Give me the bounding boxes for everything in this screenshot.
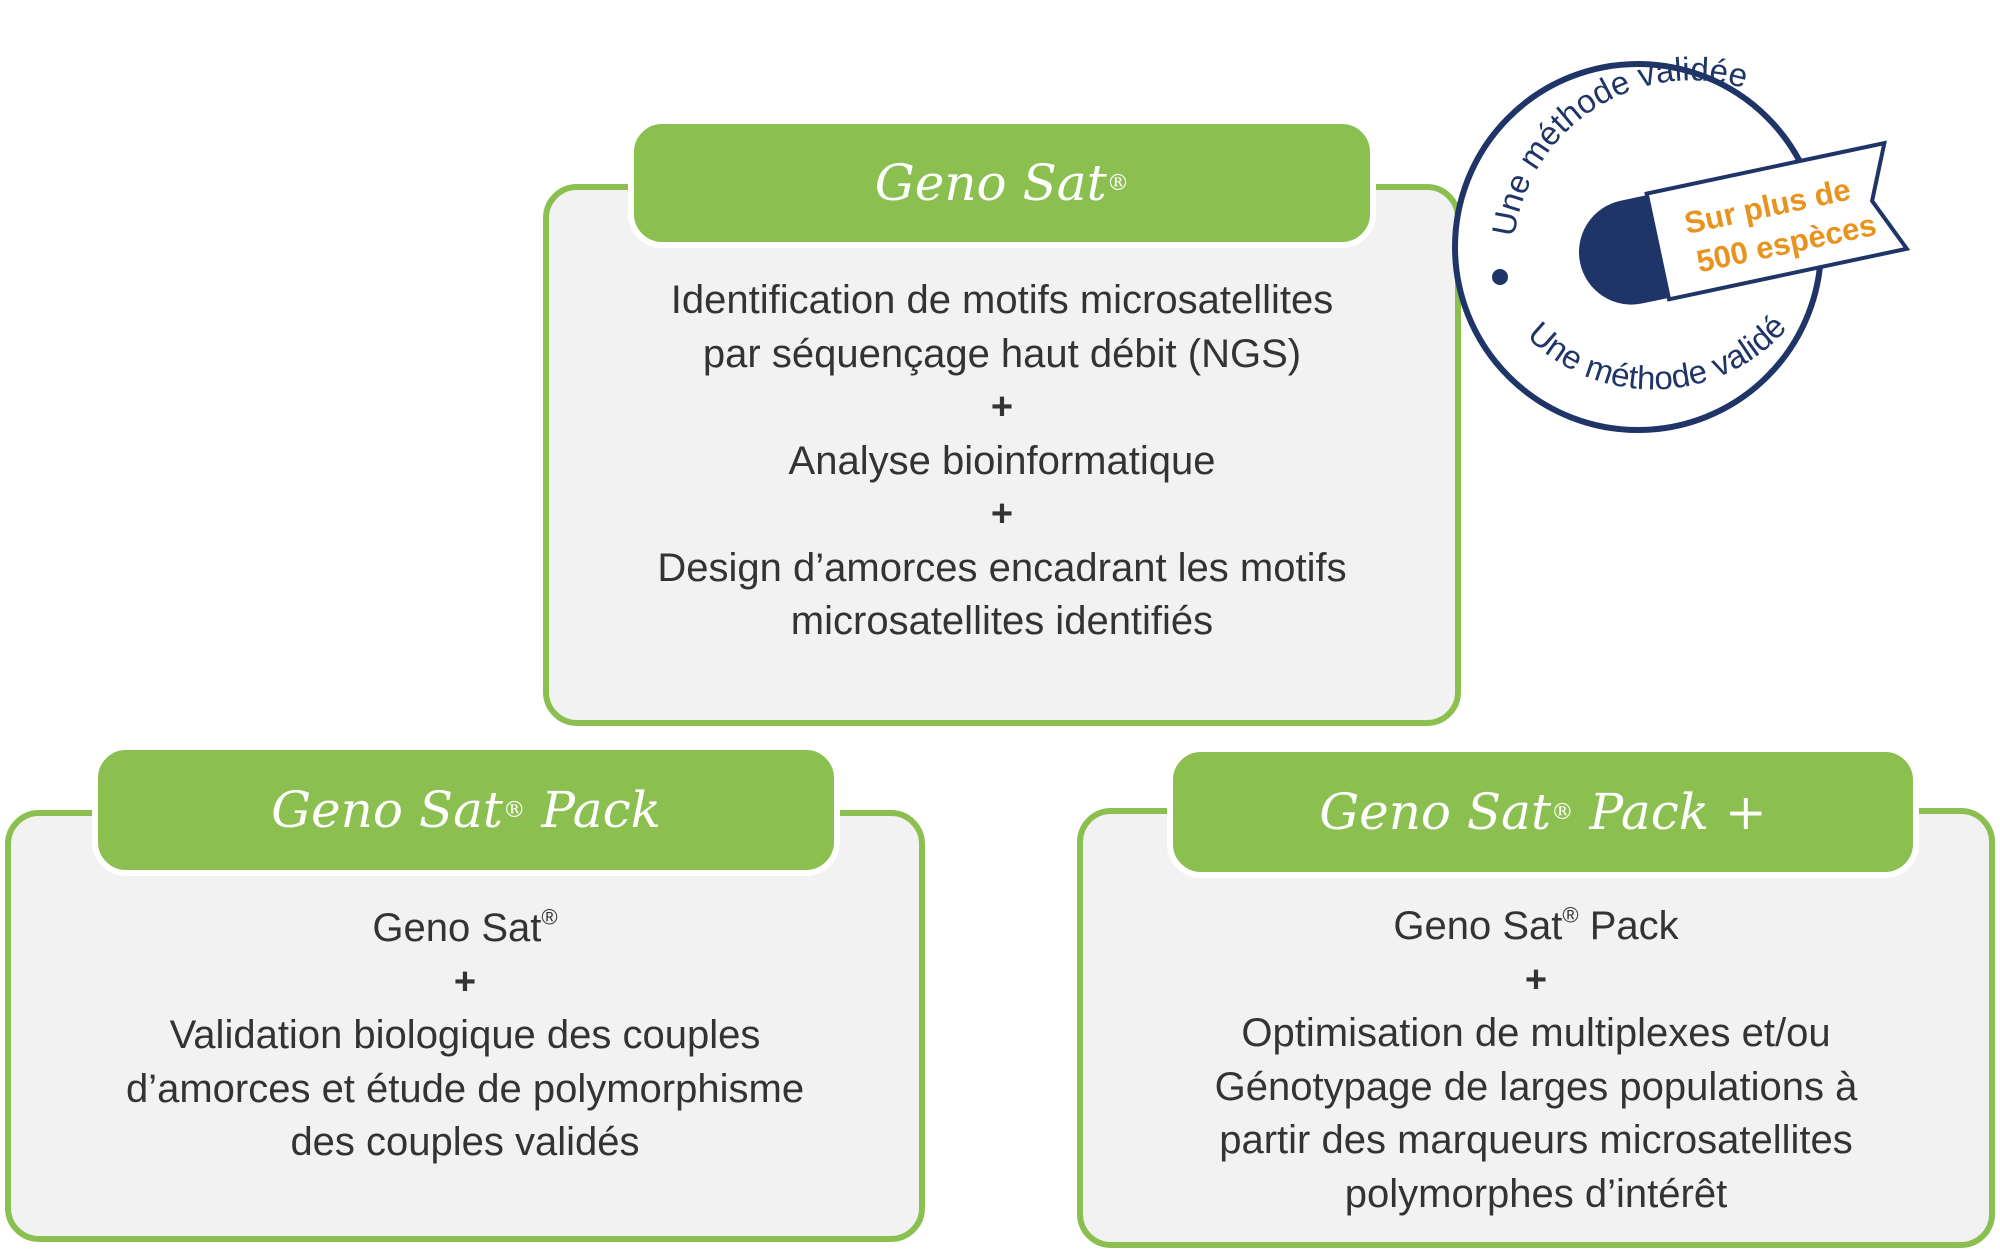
product-suffix: Pack <box>1578 904 1679 948</box>
left-card-line-1: Geno Sat® <box>11 902 919 956</box>
right-card-line-3: Génotypage de larges populations à <box>1214 1064 1858 1109</box>
right-card-content: Geno Sat® Pack + Optimisation de multipl… <box>1083 900 1989 1221</box>
right-card-line-2: Optimisation de multiplexes et/ou <box>1241 1011 1831 1055</box>
top-card: Identification de motifs microsatellites… <box>543 184 1461 726</box>
registered-mark: ® <box>1562 902 1579 928</box>
right-card-line-1: Geno Sat® Pack <box>1083 900 1989 954</box>
plus-sign: + <box>453 960 477 1003</box>
registered-mark: ® <box>541 904 558 930</box>
product-name: Geno Sat <box>1393 904 1563 948</box>
top-card-line-1: Identification de motifs microsatellites <box>670 278 1334 322</box>
top-card-tab: Geno Sat® <box>628 118 1376 248</box>
ribbon-navy-head <box>1575 191 1671 308</box>
top-card-line-2: par séquençage haut débit (NGS) <box>702 331 1302 376</box>
left-card-line-3: d’amorces et étude de polymorphisme <box>125 1066 805 1111</box>
left-card-line-2: Validation biologique des couples <box>169 1013 761 1057</box>
left-card-tab: Geno Sat® Pack <box>92 744 840 876</box>
right-card: Geno Sat® Pack + Optimisation de multipl… <box>1077 808 1995 1248</box>
tab-title: Geno Sat <box>271 781 503 839</box>
seal-ribbon: Sur plus de 500 espèces <box>1575 140 1910 308</box>
seal-dot <box>1492 269 1508 285</box>
plus-sign: + <box>990 493 1014 535</box>
left-card-line-4: des couples validés <box>290 1120 640 1164</box>
plus-sign: + <box>990 386 1014 428</box>
validated-method-seal: Une méthode validée Une méthode validée … <box>1450 55 1910 433</box>
tab-title: Geno Sat <box>1319 783 1552 841</box>
top-card-line-5: microsatellites identifiés <box>790 599 1214 643</box>
left-card-content: Geno Sat® + Validation biologique des co… <box>11 902 919 1170</box>
tab-suffix: Pack <box>525 781 661 839</box>
ribbon-banner <box>1644 140 1910 302</box>
tab-title: Geno Sat <box>874 154 1107 212</box>
right-card-tab: Geno Sat® Pack + <box>1167 746 1919 878</box>
plus-sign: + <box>1524 958 1548 1001</box>
right-card-line-5: polymorphes d’intérêt <box>1344 1171 1728 1216</box>
top-card-line-4: Design d’amorces encadrant les motifs <box>657 545 1347 590</box>
top-card-line-3: Analyse bioinformatique <box>788 438 1216 483</box>
left-card: Geno Sat® + Validation biologique des co… <box>5 810 925 1242</box>
tab-suffix: Pack + <box>1573 783 1767 841</box>
product-name: Geno Sat <box>372 906 542 950</box>
top-card-content: Identification de motifs microsatellites… <box>549 274 1455 649</box>
right-card-line-4: partir des marqueurs microsatellites <box>1219 1118 1853 1162</box>
